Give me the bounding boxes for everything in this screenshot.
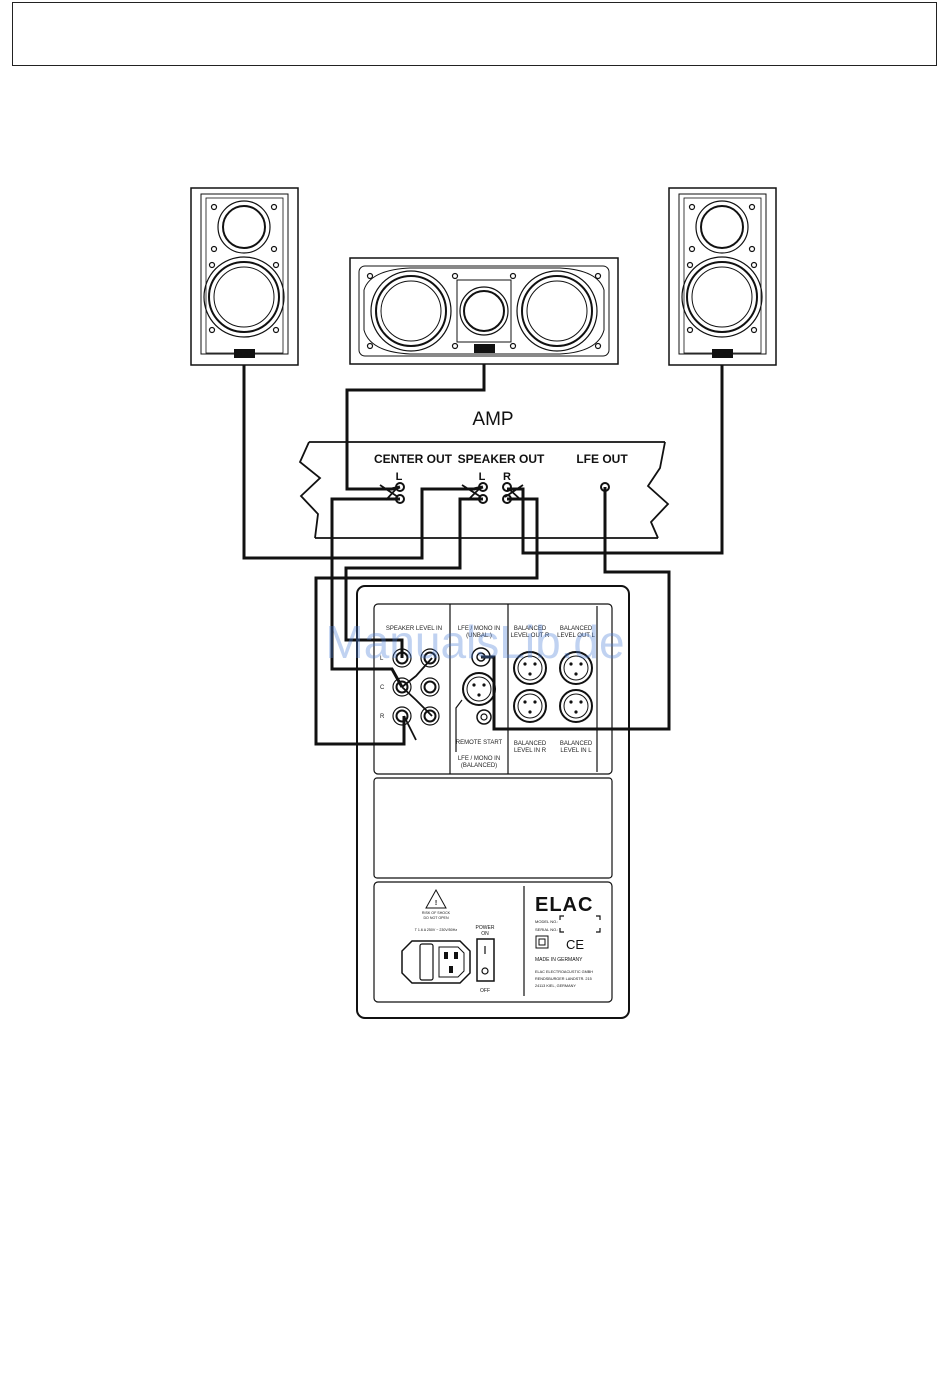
wiring — [242, 364, 724, 746]
model-no-label: MODEL NO.: — [535, 919, 558, 924]
subwoofer-panel: SPEAKER LEVEL IN L C R LFE / MONO IN (UN… — [356, 585, 630, 1019]
panel-brand: ELAC — [535, 894, 593, 916]
wire-left-to-sub — [344, 497, 483, 658]
power-switch[interactable] — [476, 938, 495, 982]
speaker-out-label: SPEAKER OUT — [458, 452, 545, 466]
right-speaker-logo: ELAC — [713, 352, 732, 359]
wire-center-to-sub — [330, 497, 404, 688]
lfe-mono-in-label-1: LFE / MONO IN — [458, 626, 500, 632]
fuse-rating: T 1.6 A 250V ~ 230V/50Hz — [415, 928, 458, 932]
ce-mark: CE — [566, 937, 584, 952]
address-line-1: ELAC ELECTROACUSTIC GMBH — [535, 970, 593, 974]
bal-level-out-r-2: LEVEL OUT R — [511, 633, 550, 639]
header-box — [12, 2, 937, 66]
bal-level-out-l-2: LEVEL OUT L — [557, 633, 595, 639]
speaker-level-in-l: L — [380, 656, 384, 662]
watermark: ManualsLib.de — [325, 616, 624, 668]
bal-level-out-l-1: BALANCED — [560, 626, 593, 632]
address-line-2: RENDSBURGER LANDSTR. 215 — [535, 977, 592, 981]
bal-level-in-r-1: BALANCED — [514, 741, 547, 747]
wire-lfe-to-sub — [481, 487, 671, 731]
center-speaker: ELAC — [349, 257, 619, 365]
left-speaker: ELAC — [190, 187, 299, 366]
lfe-mono-in-xlr — [462, 672, 496, 706]
balanced-xlr-connectors — [513, 651, 593, 723]
center-out-l-label: L — [396, 471, 403, 483]
wire-left-speaker — [242, 365, 484, 560]
power-socket — [401, 940, 471, 984]
warning-triangle-icon — [425, 888, 447, 909]
speaker-level-in-label: SPEAKER LEVEL IN — [386, 626, 442, 632]
serial-no-label: SERIAL NO.: — [535, 927, 558, 932]
right-speaker: ELAC — [668, 187, 777, 366]
left-speaker-logo: ELAC — [235, 352, 254, 359]
control-section — [373, 777, 613, 879]
center-out-label: CENTER OUT — [374, 452, 453, 466]
svg-text:!: ! — [435, 900, 437, 907]
double-insulation-icon — [535, 935, 549, 949]
power-on-label-2: ON — [481, 931, 489, 937]
bal-level-in-l-1: BALANCED — [560, 741, 593, 747]
warning-text-2: DO NOT OPEN — [423, 916, 448, 920]
power-section — [373, 881, 613, 1003]
speaker-out-r-label: R — [503, 471, 511, 483]
speaker-level-in-r: R — [380, 714, 385, 720]
made-in-label: MADE IN GERMANY — [535, 957, 583, 963]
lfe-out-label: LFE OUT — [576, 452, 628, 466]
bal-level-out-r-1: BALANCED — [514, 626, 547, 632]
power-on-label-1: POWER — [476, 925, 495, 931]
bal-level-in-r-2: LEVEL IN R — [514, 748, 547, 754]
remote-start-label: REMOTE START — [456, 740, 503, 746]
center-speaker-logo: ELAC — [475, 347, 494, 354]
wire-right-to-sub — [314, 497, 539, 746]
speaker-level-in-c: C — [380, 685, 385, 691]
lfe-mono-bal-label-2: (BALANCED) — [461, 763, 497, 769]
amplifier: AMP CENTER OUT SPEAKER OUT LFE OUT L L R — [298, 409, 670, 539]
power-off-label: OFF — [480, 988, 490, 994]
remote-start-jack — [476, 709, 492, 725]
lfe-mono-in-label-2: (UNBAL.) — [466, 633, 492, 639]
wire-center-speaker — [345, 364, 486, 491]
bal-level-in-l-2: LEVEL IN L — [560, 748, 592, 754]
amp-title: AMP — [472, 409, 513, 430]
warning-text-1: RISK OF SHOCK — [422, 911, 451, 915]
speaker-out-l-label: L — [479, 471, 486, 483]
lfe-mono-bal-label-1: LFE / MONO IN — [458, 756, 500, 762]
address-line-3: 24113 KIEL, GERMANY — [535, 984, 576, 988]
